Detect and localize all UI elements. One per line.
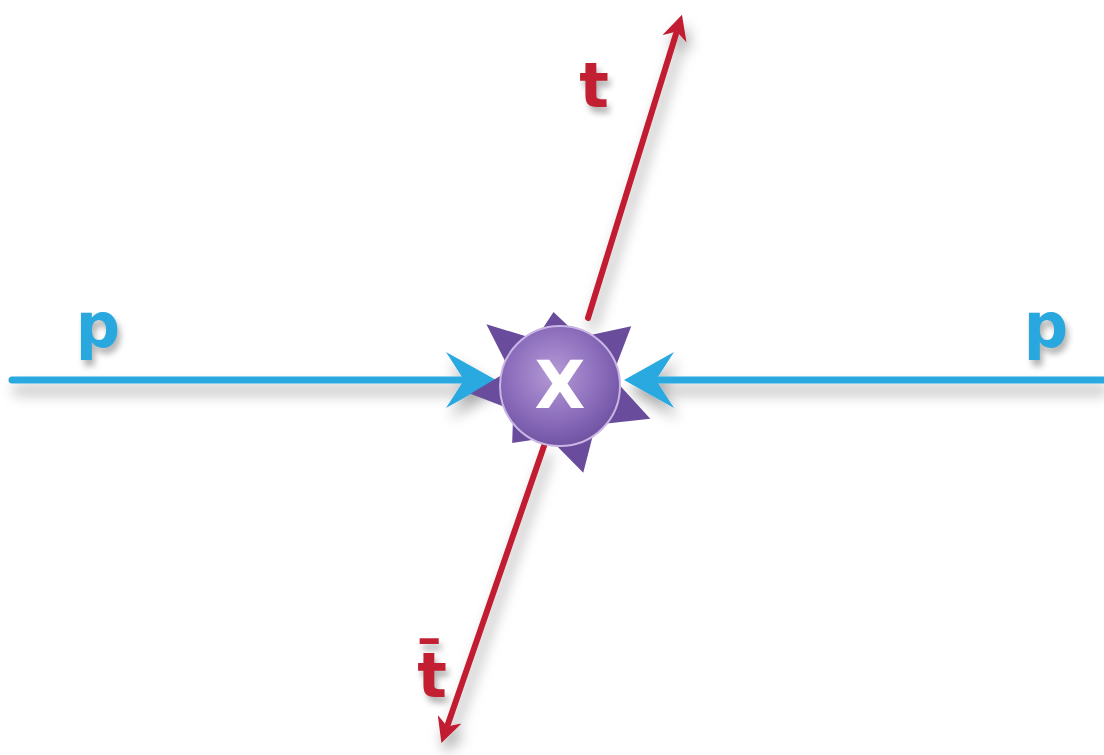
- particle-label: p: [76, 295, 120, 357]
- beam-line: [12, 377, 478, 384]
- beam-line: [642, 377, 1104, 384]
- interaction-vertex: X: [498, 324, 622, 448]
- particle-label: t: [579, 55, 609, 117]
- particle-label: p: [1024, 295, 1068, 357]
- vertex-label: X: [535, 353, 586, 419]
- burst-star: [470, 312, 650, 473]
- vertex-circle: [500, 326, 620, 446]
- antitop-track: [448, 446, 544, 724]
- particle-label: t̄: [417, 645, 447, 707]
- top-quark-tracks: [448, 34, 676, 724]
